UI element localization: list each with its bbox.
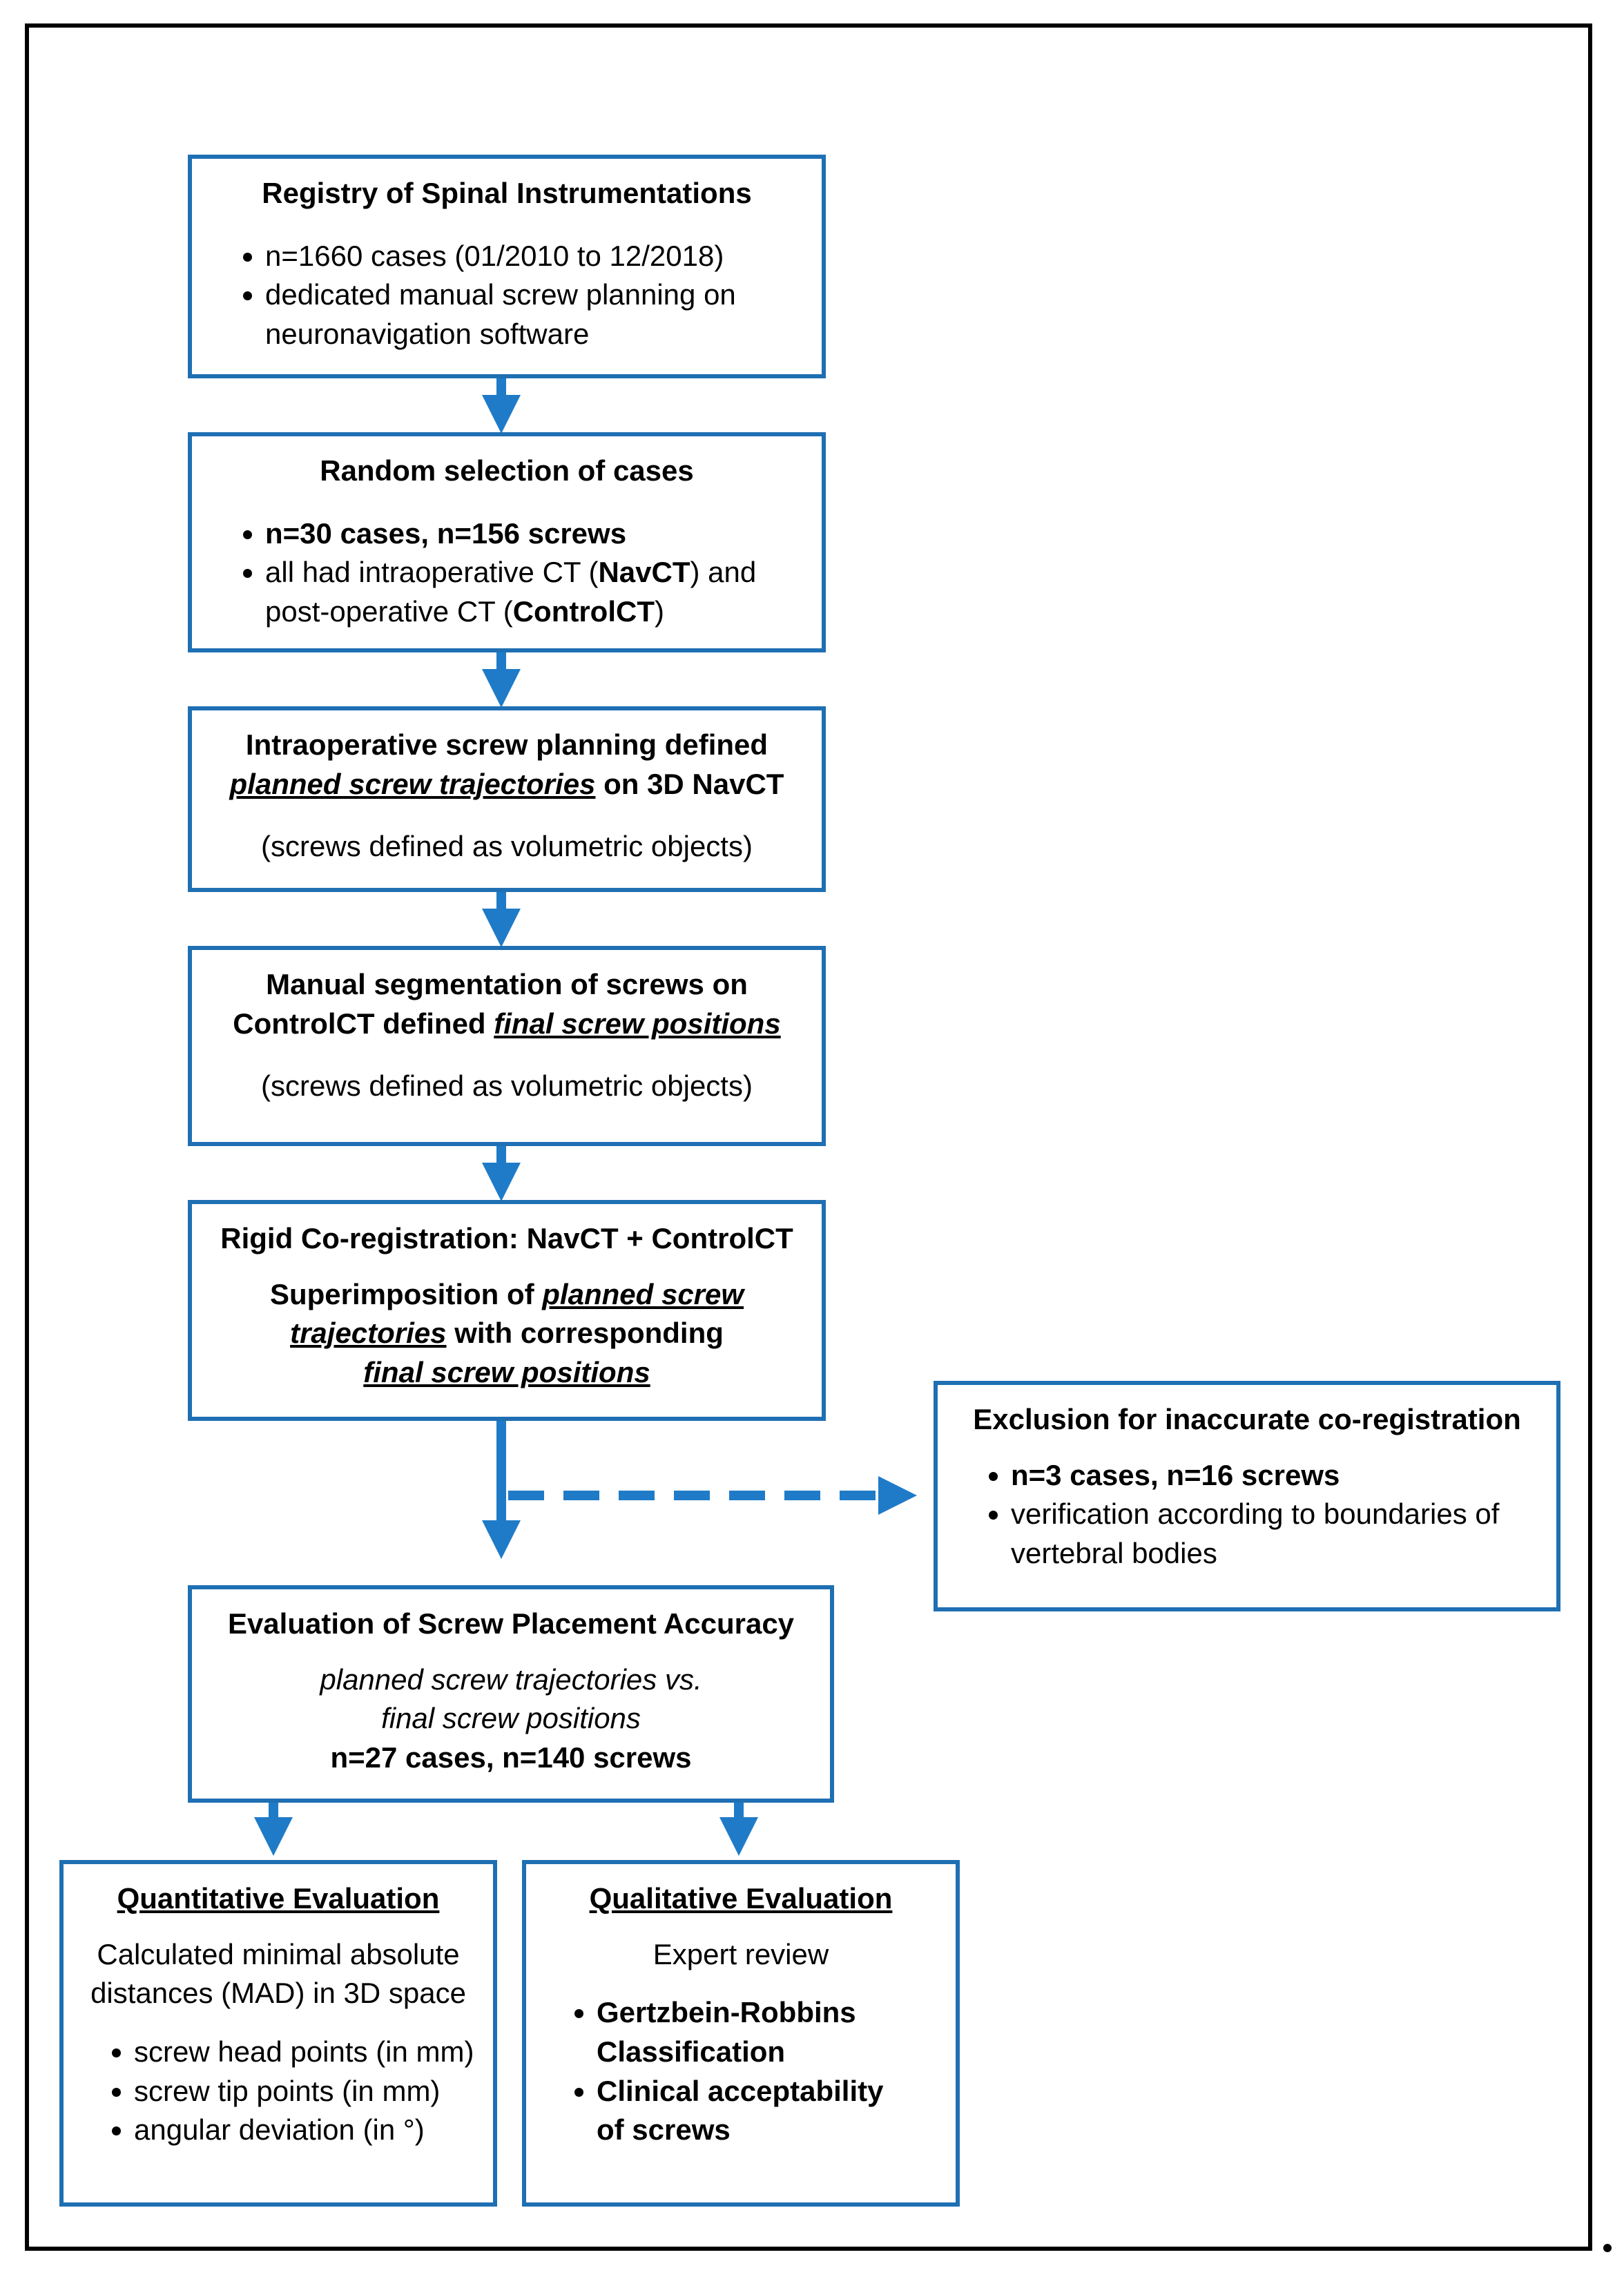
list-item: verification according to boundaries of …	[1011, 1495, 1531, 1573]
trailing-period	[1603, 2244, 1612, 2252]
evaluation-italic1: planned screw trajectories vs.	[320, 1663, 702, 1696]
list-item: Clinical acceptability of screws	[597, 2072, 896, 2150]
exclusion-box: Exclusion for inaccurate co-registration…	[934, 1381, 1560, 1611]
evaluation-box: Evaluation of Screw Placement Accuracy p…	[188, 1585, 834, 1803]
list-item: Gertzbein-Robbins Classification	[597, 1993, 896, 2071]
figure-frame	[25, 23, 1592, 2251]
quantitative-box: Quantitative Evaluation Calculated minim…	[59, 1860, 497, 2207]
exclusion-title: Exclusion for inaccurate co-registration	[973, 1403, 1521, 1435]
random-list: n=30 cases, n=156 screws all had intraop…	[217, 514, 797, 632]
qualitative-title: Qualitative Evaluation	[589, 1882, 893, 1915]
registry-list: n=1660 cases (01/2010 to 12/2018) dedica…	[217, 237, 797, 354]
list-item: screw head points (in mm)	[134, 2033, 475, 2072]
list-item: all had intraoperative CT (NavCT) and po…	[265, 553, 797, 631]
qualitative-box: Qualitative Evaluation Expert review Ger…	[522, 1860, 960, 2207]
quantitative-title: Quantitative Evaluation	[117, 1882, 440, 1915]
registry-title: Registry of Spinal Instrumentations	[262, 177, 752, 209]
manual-note: (screws defined as volumetric objects)	[261, 1069, 753, 1103]
rigid-coregistration-box: Rigid Co-registration: NavCT + ControlCT…	[188, 1200, 826, 1421]
evaluation-title: Evaluation of Screw Placement Accuracy	[227, 1607, 795, 1640]
intraop-planning-box: Intraoperative screw planning defined pl…	[188, 706, 826, 892]
list-item: angular deviation (in °)	[134, 2111, 475, 2150]
quantitative-desc: Calculated minimal absolute distances (M…	[90, 1937, 466, 2010]
rigid-line3: final screw positions	[363, 1356, 650, 1389]
intraop-line2: planned screw trajectories on 3D NavCT	[229, 767, 784, 800]
quantitative-list: screw head points (in mm) screw tip poin…	[81, 2033, 475, 2150]
list-item: n=3 cases, n=16 screws	[1011, 1456, 1531, 1495]
qualitative-desc: Expert review	[652, 1937, 829, 1970]
registry-box: Registry of Spinal Instrumentations n=16…	[188, 155, 826, 378]
manual-line2: ControlCT defined final screw positions	[233, 1007, 781, 1040]
evaluation-italic2: final screw positions	[381, 1702, 641, 1735]
intraop-note: (screws defined as volumetric objects)	[261, 830, 753, 863]
rigid-line2: trajectories with corresponding	[290, 1317, 724, 1350]
random-title: Random selection of cases	[320, 454, 694, 487]
intraop-line1: Intraoperative screw planning defined	[245, 728, 768, 761]
qualitative-list: Gertzbein-Robbins Classification Clinica…	[544, 1993, 938, 2150]
rigid-title: Rigid Co-registration: NavCT + ControlCT	[220, 1222, 793, 1254]
rigid-line1: Superimposition of planned screw	[269, 1277, 744, 1310]
manual-line1: Manual segmentation of screws on	[266, 968, 748, 1000]
list-item: n=30 cases, n=156 screws	[265, 514, 797, 554]
list-item: n=1660 cases (01/2010 to 12/2018)	[265, 237, 797, 276]
list-item: dedicated manual screw planning on neuro…	[265, 275, 797, 353]
list-item: screw tip points (in mm)	[134, 2072, 475, 2111]
random-selection-box: Random selection of cases n=30 cases, n=…	[188, 432, 826, 652]
manual-segmentation-box: Manual segmentation of screws on Control…	[188, 946, 826, 1146]
exclusion-list: n=3 cases, n=16 screws verification acco…	[963, 1456, 1531, 1573]
evaluation-counts: n=27 cases, n=140 screws	[330, 1741, 692, 1774]
